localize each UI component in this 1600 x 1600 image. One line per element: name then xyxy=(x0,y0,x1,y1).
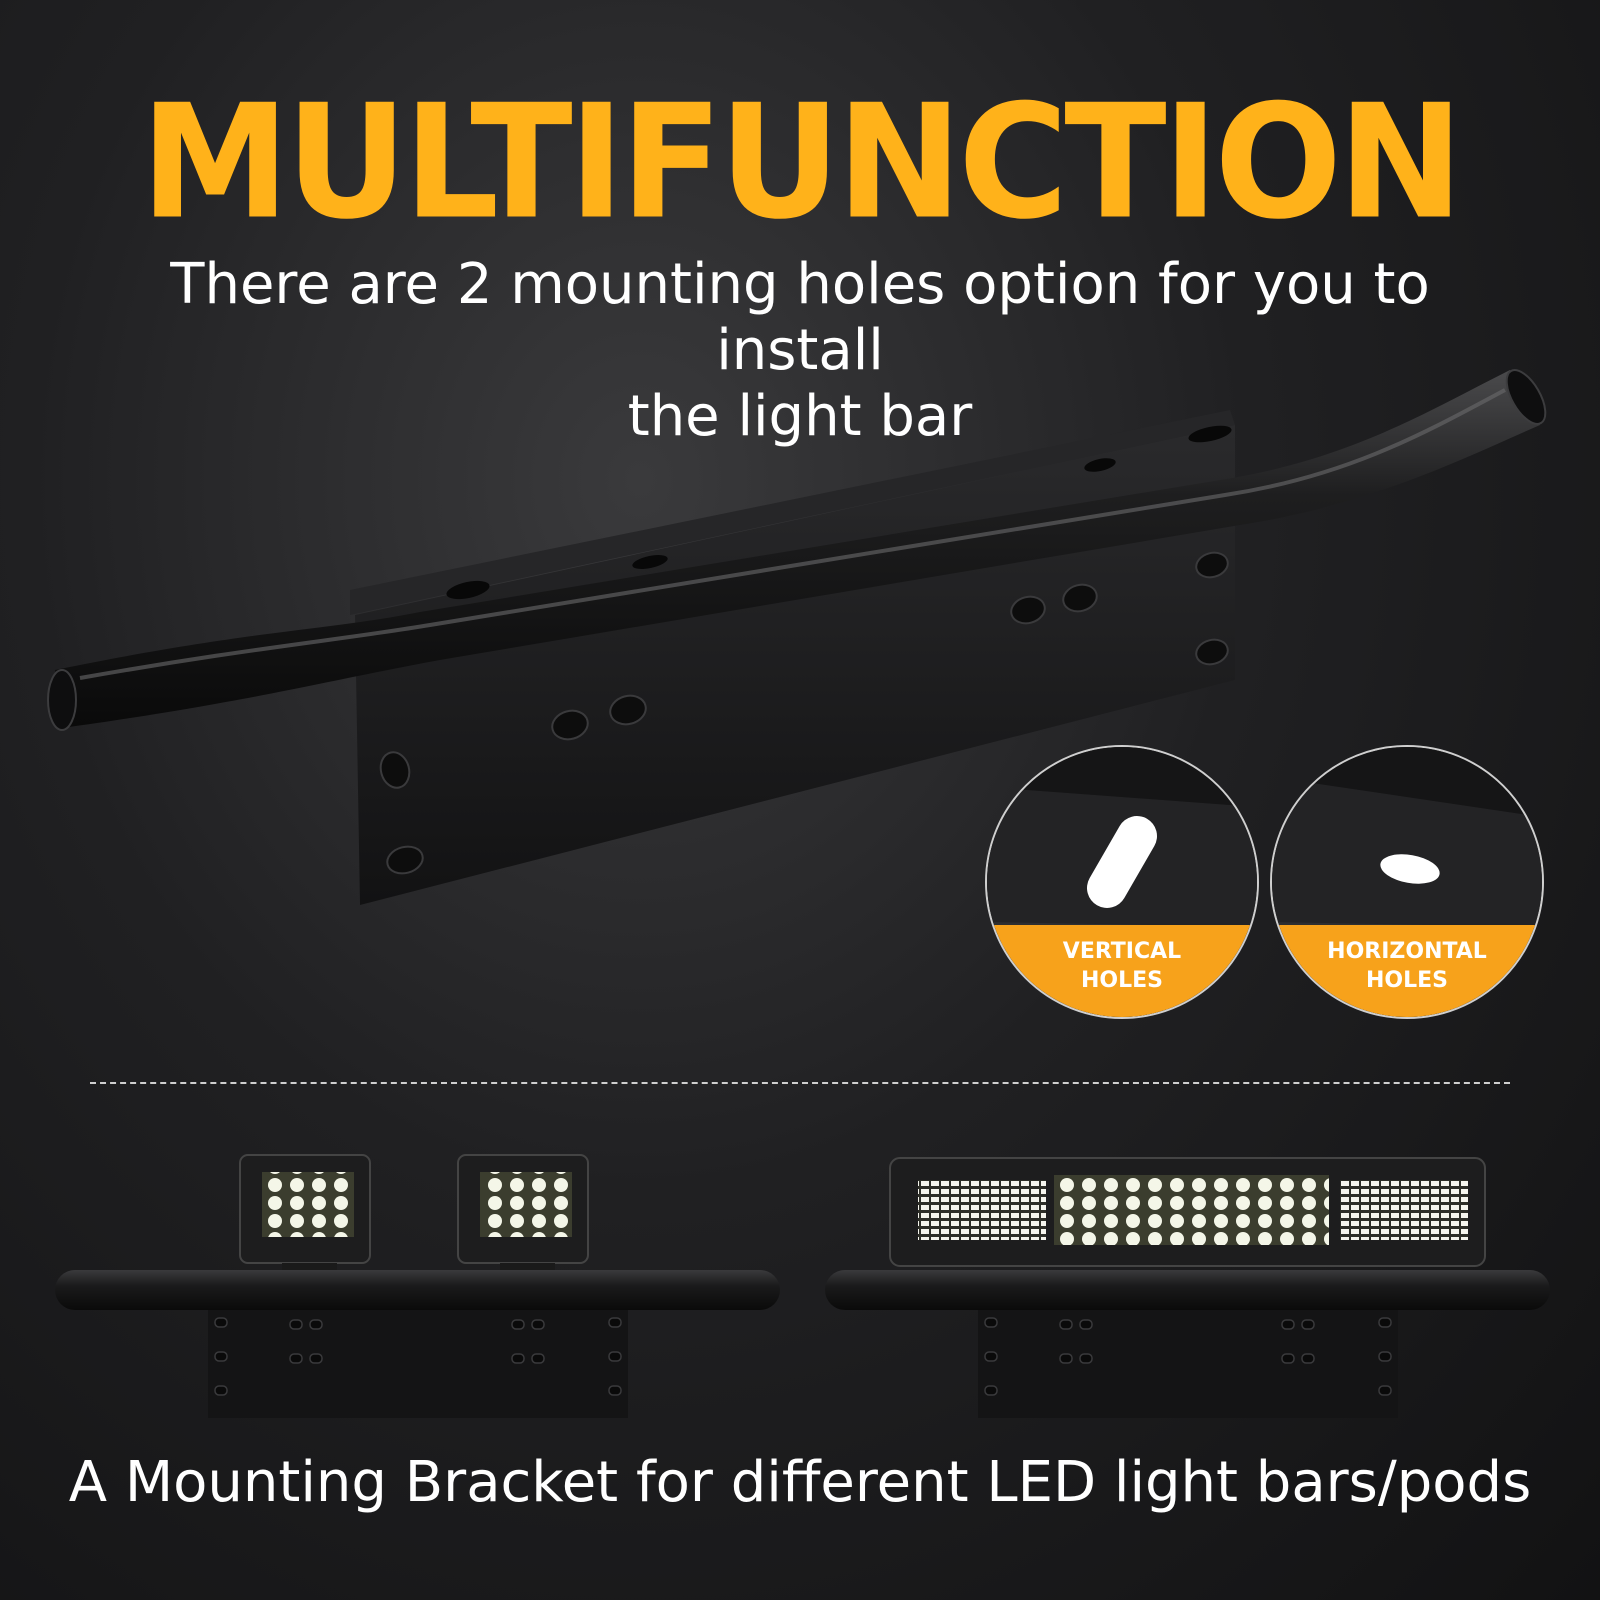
horizontal-holes-label-line-1: HORIZONTAL xyxy=(1327,939,1487,964)
bull-bar-bracket-illustration xyxy=(47,369,1547,905)
tube-end-left xyxy=(47,669,77,731)
vertical-holes-label-line-1: VERTICAL xyxy=(1062,939,1182,964)
plate-top-flange xyxy=(350,410,1235,615)
horizontal-holes-label-line-2: HOLES xyxy=(1365,968,1448,993)
bracket-with-light-pods xyxy=(55,1154,780,1418)
subline-line-1: There are 2 mounting holes option for yo… xyxy=(170,252,1430,383)
vertical-holes-label-line-2: HOLES xyxy=(1080,968,1163,993)
tube-end-right xyxy=(1505,369,1547,425)
application-examples xyxy=(0,1140,1600,1430)
horizontal-holes-detail: HORIZONTAL HOLES xyxy=(1270,745,1544,1019)
section-divider xyxy=(90,1082,1510,1084)
subline-line-2: the light bar xyxy=(627,384,973,449)
bull-bar-tube xyxy=(55,370,1540,728)
horizontal-holes-label: HORIZONTAL HOLES xyxy=(1272,925,1542,1017)
application-examples-illustration xyxy=(55,1154,1550,1418)
headline: MULTIFUNCTION xyxy=(140,71,1463,255)
vertical-holes-detail: VERTICAL HOLES xyxy=(985,745,1259,1019)
bracket-with-led-light-bar xyxy=(825,1157,1550,1418)
bull-bar-bracket-image xyxy=(0,330,1600,950)
subline: There are 2 mounting holes option for yo… xyxy=(100,252,1500,450)
vertical-holes-label: VERTICAL HOLES xyxy=(987,925,1257,1017)
footer-caption: A Mounting Bracket for different LED lig… xyxy=(68,1450,1532,1515)
